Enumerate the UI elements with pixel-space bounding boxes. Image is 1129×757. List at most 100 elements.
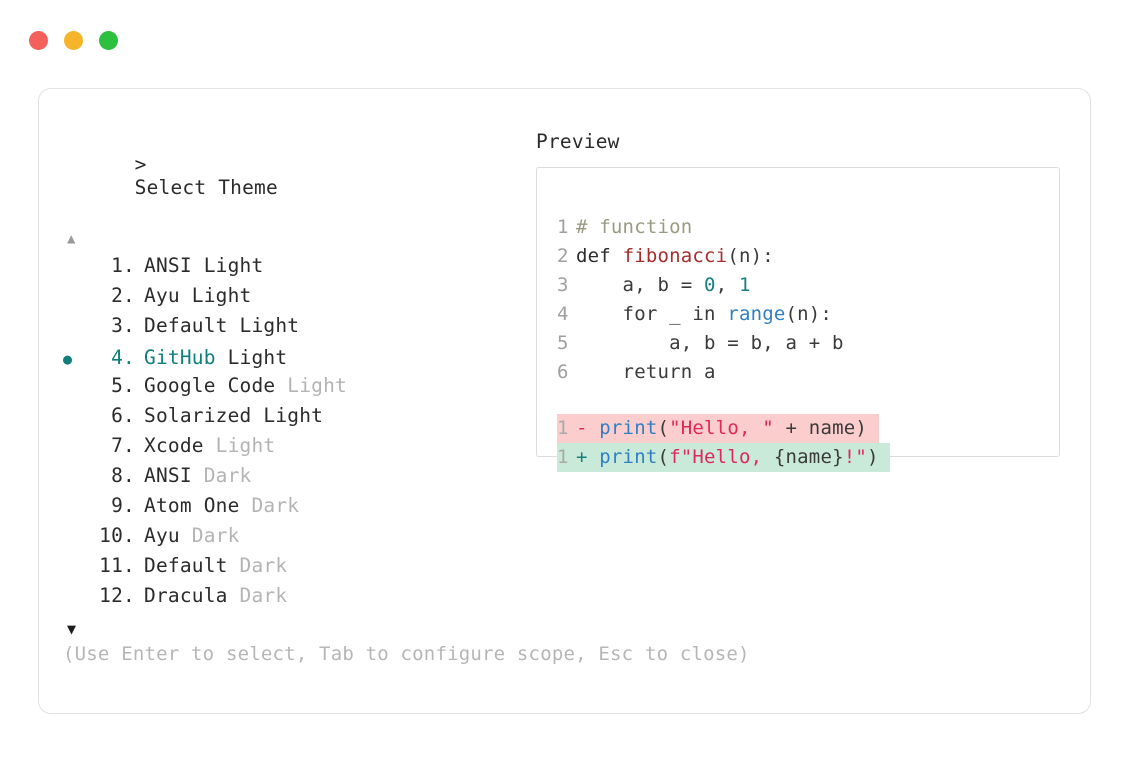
close-button[interactable]: [29, 31, 48, 50]
line-number: 1: [557, 417, 569, 439]
window-controls: [29, 31, 118, 50]
code-line: 3 a, b = 0, 1: [557, 271, 1053, 300]
diff-line-padding: [867, 414, 879, 443]
theme-list-item[interactable]: 8. ANSI Dark: [63, 464, 533, 494]
theme-name: Solarized: [144, 404, 252, 427]
line-number: 5: [557, 332, 569, 354]
code-token: a, b = b, a + b: [576, 332, 844, 354]
code-token: print: [599, 446, 658, 468]
maximize-button[interactable]: [99, 31, 118, 50]
code-token: (n):: [727, 245, 774, 267]
theme-index: 10.: [99, 524, 135, 547]
theme-list-item[interactable]: 7.Xcode Light: [63, 434, 533, 464]
theme-list-item[interactable]: 1.ANSI Light: [63, 254, 533, 284]
code-token: for _ in: [576, 303, 728, 325]
line-number: 1: [557, 446, 569, 468]
code-line-text: for _ in range(n):: [576, 300, 832, 329]
theme-variant: Light: [191, 254, 264, 277]
prompt-title: Select Theme: [134, 176, 278, 199]
theme-list-item[interactable]: ●4.GitHub Light: [63, 344, 533, 374]
theme-name: ANSI: [144, 254, 192, 277]
theme-variant: Light: [251, 404, 324, 427]
scroll-up-icon[interactable]: ▲: [67, 231, 76, 247]
code-token: print: [599, 417, 658, 439]
theme-variant: Dark: [239, 494, 300, 517]
theme-index: 9.: [111, 494, 135, 517]
code-line-text: return a: [576, 358, 716, 387]
code-line: 1# function: [557, 213, 1053, 242]
theme-name: Atom One: [144, 494, 240, 517]
code-line-text: def fibonacci(n):: [576, 242, 774, 271]
prompt-symbol: >: [134, 153, 147, 176]
code-spacer: [557, 387, 1053, 414]
line-number: 2: [557, 245, 569, 267]
theme-list-item[interactable]: 6.Solarized Light: [63, 404, 533, 434]
code-line-text: # function: [576, 213, 692, 242]
code-token: (: [657, 446, 670, 468]
code-token: (: [657, 417, 670, 439]
code-token: (n):: [785, 303, 833, 325]
theme-index: 12.: [99, 584, 135, 607]
theme-name: Ayu: [144, 284, 180, 307]
theme-variant: Light: [275, 374, 347, 397]
theme-list-item[interactable]: 2.Ayu Light: [63, 284, 533, 314]
diff-line-text: print(f"Hello, {name}!"): [599, 443, 878, 472]
theme-list-item[interactable]: 11.Default Dark: [63, 554, 533, 584]
diff-sign: -: [576, 417, 600, 439]
code-line: 5 a, b = b, a + b: [557, 329, 1053, 358]
theme-list-item[interactable]: 10. Ayu Dark: [63, 524, 533, 554]
theme-index: 3.: [111, 314, 135, 337]
code-token: f"Hello,: [669, 446, 774, 468]
theme-name: Xcode: [144, 434, 204, 457]
theme-index: 11.: [99, 554, 135, 577]
theme-index: 5.: [111, 374, 135, 397]
theme-name: Ayu: [144, 524, 180, 547]
code-token: range: [727, 303, 786, 325]
keyboard-hint: (Use Enter to select, Tab to configure s…: [63, 643, 750, 665]
code-line-text: a, b = b, a + b: [576, 329, 844, 358]
code-token: !": [843, 446, 868, 468]
theme-name: Default: [144, 314, 228, 337]
code-line-text: a, b = 0, 1: [576, 271, 751, 300]
diff-sign: +: [576, 446, 600, 468]
code-line: 4 for _ in range(n):: [557, 300, 1053, 329]
code-token: + name): [773, 417, 868, 439]
line-number: 4: [557, 303, 569, 325]
diff-line-padding: [879, 443, 891, 472]
theme-variant: Dark: [179, 524, 240, 547]
theme-variant: Dark: [191, 464, 252, 487]
theme-variant: Dark: [227, 554, 288, 577]
theme-index: 8.: [111, 464, 135, 487]
theme-name: ANSI: [144, 464, 192, 487]
preview-label: Preview: [536, 130, 620, 153]
theme-name: GitHub: [144, 346, 216, 369]
theme-variant: Light: [179, 284, 252, 307]
theme-index: 7.: [111, 434, 135, 457]
diff-line-del: 1- print("Hello, " + name): [557, 414, 879, 443]
code-token: # function: [576, 216, 693, 238]
code-token: {name}: [773, 446, 844, 468]
theme-list-item[interactable]: 12. Dracula Dark: [63, 584, 533, 614]
theme-list-item[interactable]: 5. Google Code Light: [63, 374, 533, 404]
minimize-button[interactable]: [64, 31, 83, 50]
theme-variant: Dark: [227, 584, 288, 607]
scroll-down-icon[interactable]: ▼: [67, 620, 77, 638]
selected-bullet-icon: ●: [63, 350, 73, 368]
code-token: ): [867, 446, 879, 468]
code-token: def: [576, 245, 623, 267]
theme-name: Dracula: [144, 584, 228, 607]
page-title: > Select Theme: [63, 130, 533, 222]
code-line: 2 def fibonacci(n):: [557, 242, 1053, 271]
theme-name: Google Code: [144, 374, 276, 397]
code-token: 1: [738, 274, 751, 296]
theme-list-item[interactable]: 3.Default Light: [63, 314, 533, 344]
code-token: 0: [704, 274, 716, 296]
theme-list-item[interactable]: 9. Atom One Dark: [63, 494, 533, 524]
code-token: "Hello, ": [669, 417, 774, 439]
